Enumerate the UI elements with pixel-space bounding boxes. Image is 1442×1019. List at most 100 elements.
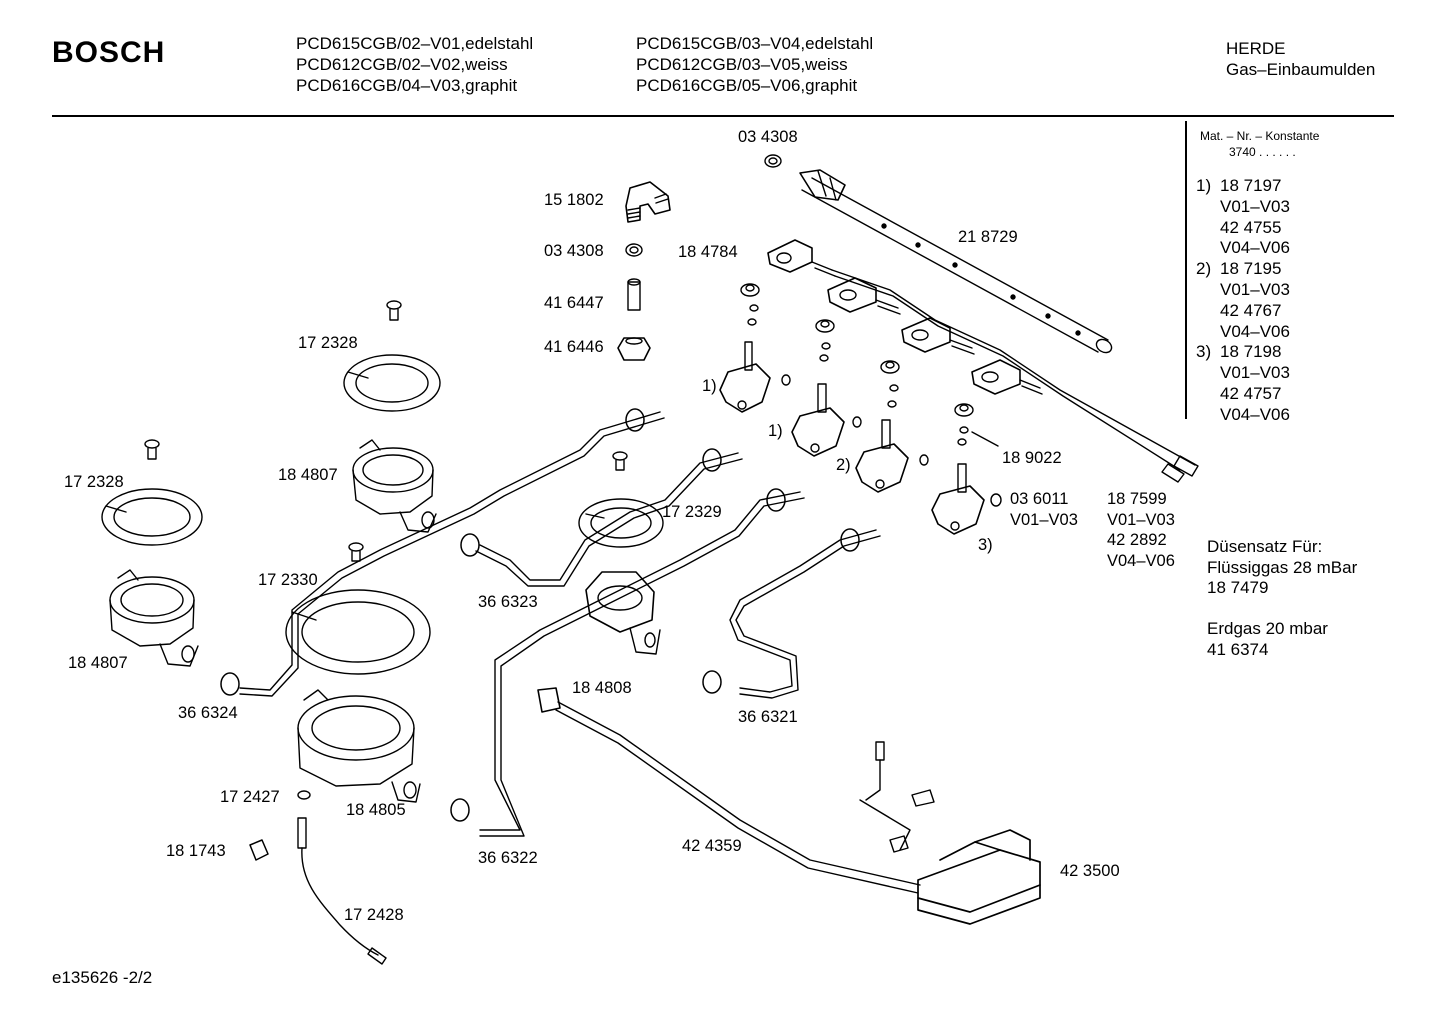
thermocouple bbox=[297, 790, 387, 965]
ignition-switch bbox=[971, 359, 1043, 395]
part-label: 17 2328 bbox=[298, 334, 358, 352]
burner-housing bbox=[585, 571, 661, 655]
legend-text: V04–V06 bbox=[1220, 404, 1290, 424]
part-label: V01–V03 bbox=[1010, 511, 1078, 529]
note-line: 41 6374 bbox=[1207, 639, 1269, 659]
part-label: 18 4805 bbox=[346, 801, 406, 819]
legend-row: 42 4755 bbox=[1196, 218, 1290, 239]
brand-logo: BOSCH bbox=[52, 36, 166, 69]
burner-housing bbox=[109, 569, 199, 667]
legend-row: 3) 18 7198 bbox=[1196, 342, 1290, 363]
part-label: 03 6011 bbox=[1010, 490, 1069, 508]
ignition-switch bbox=[767, 239, 836, 277]
ignition-cable bbox=[537, 687, 935, 894]
sealing-washer bbox=[764, 154, 782, 168]
legend-row: 42 4767 bbox=[1196, 301, 1290, 322]
legend-text: V01–V03 bbox=[1220, 196, 1290, 216]
part-label: 18 4807 bbox=[278, 466, 338, 484]
part-label: 18 7599 bbox=[1107, 490, 1167, 508]
legend-row: V04–V06 bbox=[1196, 405, 1290, 426]
part-label: 36 6323 bbox=[478, 593, 538, 611]
sealing-washer bbox=[625, 243, 643, 257]
part-label: V01–V03 bbox=[1107, 511, 1175, 529]
category-line: HERDE bbox=[1226, 39, 1286, 58]
note-line: Düsensatz Für: bbox=[1207, 537, 1323, 556]
legend-text: 18 7195 bbox=[1220, 259, 1282, 279]
gas-manifold-tube bbox=[799, 169, 1113, 354]
part-label: 17 2330 bbox=[258, 571, 318, 589]
model-line: PCD616CGB/05–V06,graphit bbox=[636, 76, 858, 95]
legend-row: 1) 18 7197 bbox=[1196, 176, 1290, 197]
part-label: 17 2328 bbox=[64, 473, 124, 491]
legend-text: 42 4757 bbox=[1220, 383, 1282, 403]
legend-divider bbox=[1185, 121, 1187, 419]
legend-text: 42 4767 bbox=[1220, 300, 1282, 320]
part-label: 18 4808 bbox=[572, 679, 632, 697]
legend-list: 1) 18 7197 V01–V03 42 4755 V04–V06 2) 18 7… bbox=[1196, 176, 1290, 426]
legend-text: V01–V03 bbox=[1220, 279, 1290, 299]
burner-seal bbox=[578, 498, 664, 548]
pipe-connector bbox=[627, 278, 641, 311]
legend-text: 18 7197 bbox=[1220, 176, 1282, 195]
hex-nut bbox=[617, 337, 651, 361]
part-label: 42 2892 bbox=[1107, 531, 1167, 549]
legend-header: Mat. – Nr. – Konstante 3740 . . . . . . bbox=[1200, 128, 1319, 160]
category-line: Gas–Einbaumulden bbox=[1226, 60, 1376, 79]
ignition-module bbox=[917, 829, 1041, 925]
legend-row: 2) 18 7195 bbox=[1196, 259, 1290, 280]
variant-marker: 2) bbox=[836, 456, 851, 474]
elbow-fitting bbox=[625, 181, 671, 223]
part-label: 41 6446 bbox=[544, 338, 604, 356]
fixing-clip bbox=[249, 839, 269, 861]
note-line: 18 7479 bbox=[1207, 578, 1269, 597]
part-label: V04–V06 bbox=[1107, 552, 1175, 570]
gas-valve bbox=[855, 419, 909, 493]
legend-text: V04–V06 bbox=[1220, 238, 1290, 258]
part-label: 36 6322 bbox=[478, 849, 538, 867]
ignition-switch bbox=[827, 277, 901, 315]
model-line: PCD612CGB/02–V02,weiss bbox=[296, 55, 508, 74]
model-line: PCD615CGB/02–V01,edelstahl bbox=[296, 34, 534, 53]
note-line: Erdgas 20 mbar bbox=[1207, 619, 1328, 638]
part-label: 21 8729 bbox=[958, 228, 1018, 246]
legend-num: 1) bbox=[1196, 176, 1212, 195]
legend-num: 3) bbox=[1196, 342, 1212, 362]
part-label: 18 4784 bbox=[678, 243, 738, 261]
part-label: 36 6321 bbox=[738, 708, 798, 726]
part-label: 17 2329 bbox=[662, 503, 722, 521]
part-label: 42 3500 bbox=[1060, 862, 1120, 880]
legend-text: V01–V03 bbox=[1220, 363, 1290, 383]
burner-housing bbox=[297, 689, 421, 803]
model-list-left: PCD615CGB/02–V01,edelstahl PCD612CGB/02–… bbox=[296, 33, 533, 96]
part-label: 03 4308 bbox=[738, 128, 798, 146]
header-divider bbox=[52, 115, 1394, 117]
part-label: 18 9022 bbox=[1002, 449, 1062, 467]
legend-row: V04–V06 bbox=[1196, 322, 1290, 343]
variant-marker: 1) bbox=[702, 377, 717, 395]
switch-wiring bbox=[831, 269, 1199, 483]
part-label: 18 1743 bbox=[166, 842, 226, 860]
legend-row: 42 4757 bbox=[1196, 384, 1290, 405]
part-label: 18 4807 bbox=[68, 654, 128, 672]
variant-marker: 1) bbox=[768, 422, 783, 440]
gas-pipe bbox=[239, 411, 881, 837]
burner-seal-large bbox=[285, 589, 431, 675]
legend-text: V04–V06 bbox=[1220, 321, 1290, 341]
part-label: 42 4359 bbox=[682, 837, 742, 855]
burner-seal bbox=[101, 354, 441, 546]
legend-text: 18 7198 bbox=[1220, 342, 1282, 362]
burner-housing bbox=[352, 439, 437, 533]
gas-valve bbox=[719, 341, 771, 413]
legend-text: 42 4755 bbox=[1220, 217, 1282, 237]
note-line: Flüssiggas 28 mBar bbox=[1207, 557, 1358, 577]
legend-num: 2) bbox=[1196, 259, 1212, 279]
legend-row: V01–V03 bbox=[1196, 197, 1290, 218]
nozzle-set-note: Düsensatz Für: Flüssiggas 28 mBar 18 747… bbox=[1207, 537, 1357, 660]
legend-row: V01–V03 bbox=[1196, 280, 1290, 301]
category: HERDE Gas–Einbaumulden bbox=[1226, 38, 1375, 80]
part-label: 17 2427 bbox=[220, 788, 280, 806]
gas-valve bbox=[931, 463, 985, 535]
gas-valve bbox=[791, 383, 845, 457]
legend-row: V01–V03 bbox=[1196, 363, 1290, 384]
